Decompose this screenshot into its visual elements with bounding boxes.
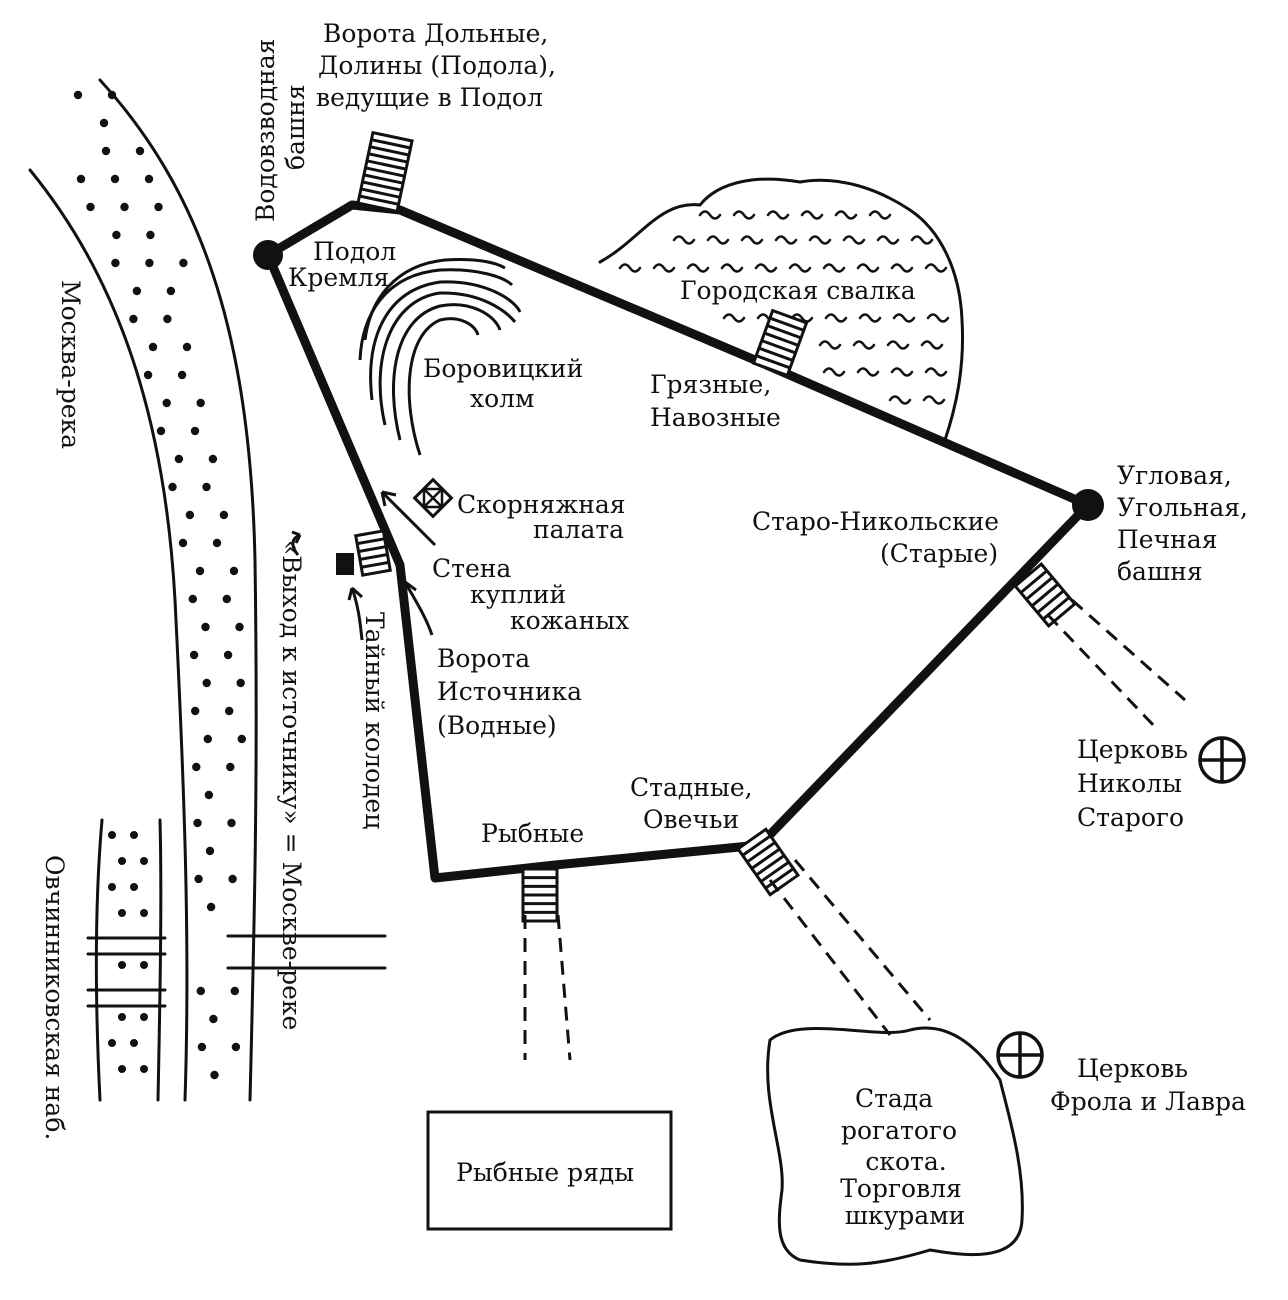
label-ovchinnikovskaya: Овчинниковская наб.: [40, 855, 69, 1140]
borovitsky-hill: [358, 258, 522, 456]
gate-icon: [356, 130, 414, 214]
skornyazhnaya-chamber-icon: [412, 477, 454, 519]
bridge-embankment: [86, 936, 167, 1008]
label-uglovaya: Угловая, Угольная, Печная башня: [1117, 461, 1256, 586]
vodovzvodnaya-tower-icon: [253, 240, 283, 270]
label-stada: Стада рогатого скота. Торговля шкурами: [840, 1084, 970, 1230]
label-podol: Подол Кремля: [288, 237, 404, 292]
city-dump: [598, 177, 964, 442]
roads: [523, 598, 1186, 1061]
label-stena: Стена куплий кожаных: [432, 554, 629, 635]
label-tserkov-frola: Церковь Фрола и Лавра: [1050, 1054, 1246, 1116]
cattle-area: [766, 1026, 1024, 1266]
embankment-river: [94, 818, 163, 1102]
gate-icon: [1013, 562, 1077, 628]
church-nikoly-icon: [1198, 736, 1246, 784]
gates: [354, 130, 1077, 923]
label-tayny-kolodets: Тайный колодец: [360, 612, 389, 829]
uglovaya-tower-icon: [1072, 489, 1104, 521]
label-skornyazhnaya: Скорняжная палата: [457, 490, 634, 544]
label-moskva-reka: Москва-река: [56, 280, 85, 449]
pointer-arrows: [291, 490, 437, 641]
river-water-dots: [73, 90, 246, 1080]
label-gryaznye: Грязные, Навозные: [650, 370, 781, 432]
label-tserkov-nikoly: Церковь Николы Старого: [1077, 735, 1196, 832]
bridge-main: [226, 934, 387, 970]
moskva-river: [28, 78, 258, 1102]
label-vyhod: «Выход к источнику» = Москве-реке: [277, 540, 306, 1030]
embankment-dots: [108, 831, 148, 1073]
label-staro-nikolskie: Старо-Никольские (Старые): [752, 507, 1007, 568]
gate-icon: [354, 529, 392, 577]
fish-rows-box: [426, 1110, 673, 1231]
label-stadnye: Стадные, Овечьи: [630, 773, 761, 834]
gate-icon: [751, 308, 809, 378]
label-borovitsky: Боровицкий холм: [423, 354, 591, 413]
gate-icon: [521, 867, 559, 923]
label-vodovzvodnaya: Водовзводная башня: [251, 31, 310, 222]
gate-icon: [735, 827, 801, 897]
label-svalka: Городская свалка: [680, 276, 916, 305]
label-vorota-istochnika: Ворота Источника (Водные): [437, 644, 590, 740]
label-rybnye-ryady: Рыбные ряды: [456, 1158, 634, 1187]
church-frola-icon: [996, 1031, 1044, 1079]
label-rybnye: Рыбные: [481, 819, 584, 848]
secret-well-icon: [336, 553, 354, 575]
label-gate-dolnye: Ворота Дольные, Долины (Подола), ведущие…: [316, 19, 564, 112]
